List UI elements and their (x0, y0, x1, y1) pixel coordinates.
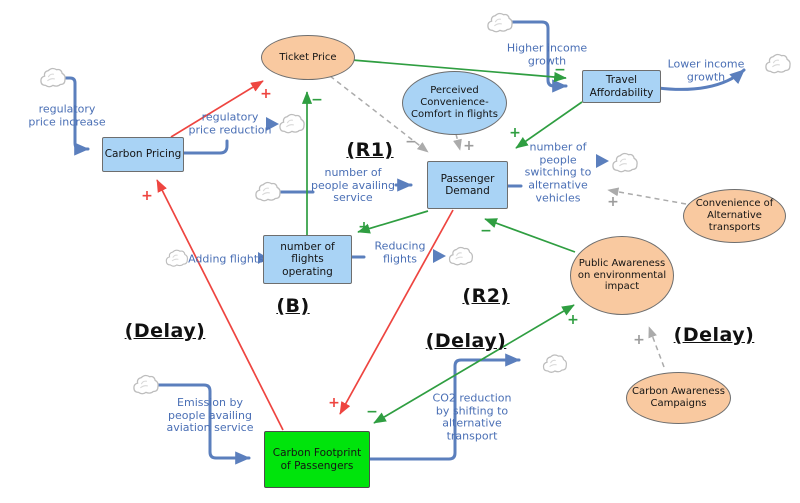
cloud-icon (448, 246, 474, 266)
label-regulatory-price-increase: regulatory price increase (28, 102, 106, 128)
flow-regulatory-price-increase (63, 76, 90, 156)
label-adding-flights: Adding flights (188, 252, 264, 266)
sign-footprint-to-pricing: + (141, 188, 153, 204)
node-public-awareness[interactable]: Public Awareness on environmental impact (570, 236, 674, 315)
cloud-icon (255, 181, 281, 202)
cloud-icon (765, 53, 791, 74)
sign-demand-to-footprint: + (328, 395, 340, 411)
loop-label-delay-middle: (Delay) (425, 330, 507, 352)
node-flights-operating[interactable]: number of flights operating (263, 235, 352, 284)
arrow-passenger-demand-to-flights (357, 210, 429, 234)
sign-campaigns-to-awareness: + (633, 332, 645, 348)
sign-ticket-to-demand: − (405, 134, 417, 150)
label-lower-income-growth: Lower income growth (667, 57, 745, 83)
loop-label-r1: (R1) (346, 139, 394, 161)
dashed-convenience-to-switching (607, 187, 687, 205)
node-ticket-price[interactable]: Ticket Price (261, 35, 355, 80)
dashed-campaigns-to-public-awareness (648, 326, 665, 368)
arrow-carbon-pricing-to-ticket-price (170, 80, 264, 138)
arrow-travel-affordability-to-passenger-demand (515, 101, 583, 149)
label-co2-reduction: CO2 reduction by shifting to alternative… (432, 391, 512, 443)
cloud-icon (612, 152, 638, 173)
loop-label-r2: (R2) (462, 285, 510, 307)
cloud-icon (40, 67, 66, 88)
sign-flights-to-ticket: − (311, 92, 323, 108)
node-carbon-footprint[interactable]: Carbon Footprint of Passengers (264, 431, 370, 488)
dashed-perceived-to-passenger-demand (453, 133, 462, 151)
arrow-carbon-footprint-to-carbon-pricing (156, 179, 284, 431)
label-higher-income-growth: Higher income growth (506, 41, 588, 67)
sign-pricing-to-ticket: + (260, 86, 272, 102)
sign-awareness-to-footprint: − (366, 404, 378, 420)
loop-label-delay-left: (Delay) (124, 320, 206, 342)
arrow-carbon-footprint-public-awareness (373, 304, 575, 424)
label-emission: Emission by people availing aviation ser… (166, 396, 254, 435)
sign-footprint-to-awareness: + (567, 312, 579, 328)
cloud-icon (133, 374, 159, 395)
flow-higher-income-growth (510, 20, 568, 93)
arrow-public-awareness-to-passenger-demand (484, 218, 576, 253)
flow-regulatory-price-reduction (180, 139, 229, 155)
node-carbon-pricing[interactable]: Carbon Pricing (102, 137, 184, 172)
arrow-ticket-price-to-travel-affordability (351, 59, 567, 83)
outflow-arrow-price-reduction (266, 117, 279, 131)
loop-label-delay-right: (Delay) (673, 324, 755, 346)
label-people-availing: number of people availing service (311, 166, 395, 205)
sign-convenience-to-switching: + (607, 194, 619, 210)
label-reducing-flights: Reducing flights (374, 239, 426, 265)
node-perceived-convenience[interactable]: Perceived Convenience- Comfort in flight… (402, 71, 507, 135)
flow-emission (156, 383, 251, 465)
sign-awareness-to-demand: − (480, 223, 492, 239)
sign-affordability-to-demand: + (509, 125, 521, 141)
node-travel-affordability[interactable]: Travel Affordability (582, 70, 661, 103)
cloud-icon (542, 354, 568, 373)
outflow-arrow-reducing-flights (433, 249, 446, 263)
node-carbon-campaigns[interactable]: Carbon Awareness Campaigns (626, 372, 731, 424)
node-convenience-alternative[interactable]: Convenience of Alternative transports (683, 189, 786, 243)
sign-perceived-to-demand: + (463, 138, 475, 154)
node-passenger-demand[interactable]: Passenger Demand (427, 161, 508, 209)
cloud-icon (487, 12, 513, 33)
label-regulatory-price-reduction: regulatory price reduction (188, 110, 272, 136)
sign-ticket-to-affordability: − (554, 62, 566, 78)
sign-demand-to-flights: + (358, 219, 370, 235)
cloud-icon (279, 113, 305, 134)
flow-lower-income-growth (656, 68, 746, 91)
loop-label-b: (B) (276, 295, 310, 317)
cloud-icon (165, 249, 189, 267)
label-people-switching: number of people switching to alternativ… (524, 140, 592, 204)
outflow-arrow-people-switching (596, 154, 609, 168)
dashed-ticket-price-to-passenger-demand (329, 75, 429, 153)
